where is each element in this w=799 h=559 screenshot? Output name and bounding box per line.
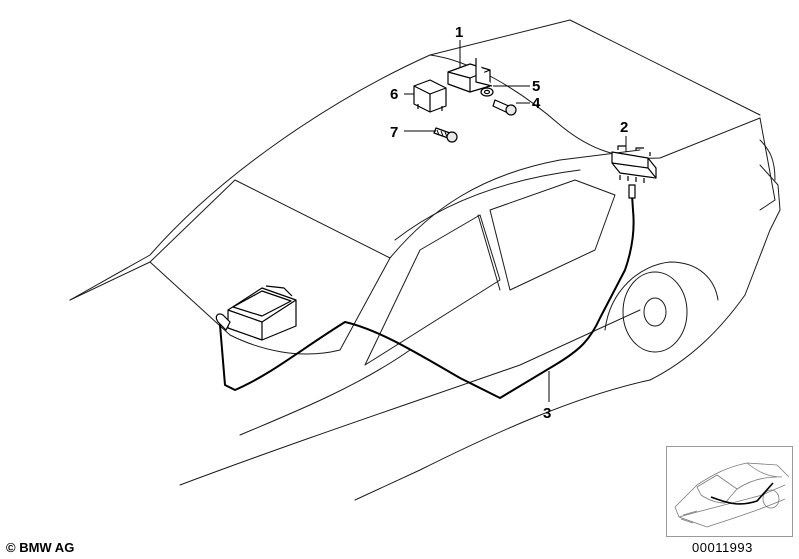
callout-2: 2 (620, 119, 628, 136)
callout-3: 3 (543, 405, 551, 422)
callout-1: 1 (455, 24, 463, 41)
part-5-washer (480, 87, 494, 97)
callout-4: 4 (532, 95, 541, 112)
callout-6: 6 (390, 86, 398, 103)
document-number: 00011993 (692, 540, 753, 555)
leader-lines (404, 40, 627, 402)
part-2-antenna-amplifier (611, 145, 657, 199)
part-7-screw (433, 127, 458, 143)
antenna-cable (219, 194, 635, 399)
vehicle-locator-thumbnail (666, 446, 793, 537)
part-4-bolt (492, 99, 517, 116)
callout-5: 5 (532, 78, 540, 95)
part-1-module (447, 58, 493, 93)
part-6-control-module (413, 79, 447, 113)
car-body-outline (69, 19, 781, 501)
copyright-label: © BMW AG (6, 540, 75, 555)
callout-7: 7 (390, 124, 398, 141)
antenna-amplifier-box (215, 285, 297, 341)
